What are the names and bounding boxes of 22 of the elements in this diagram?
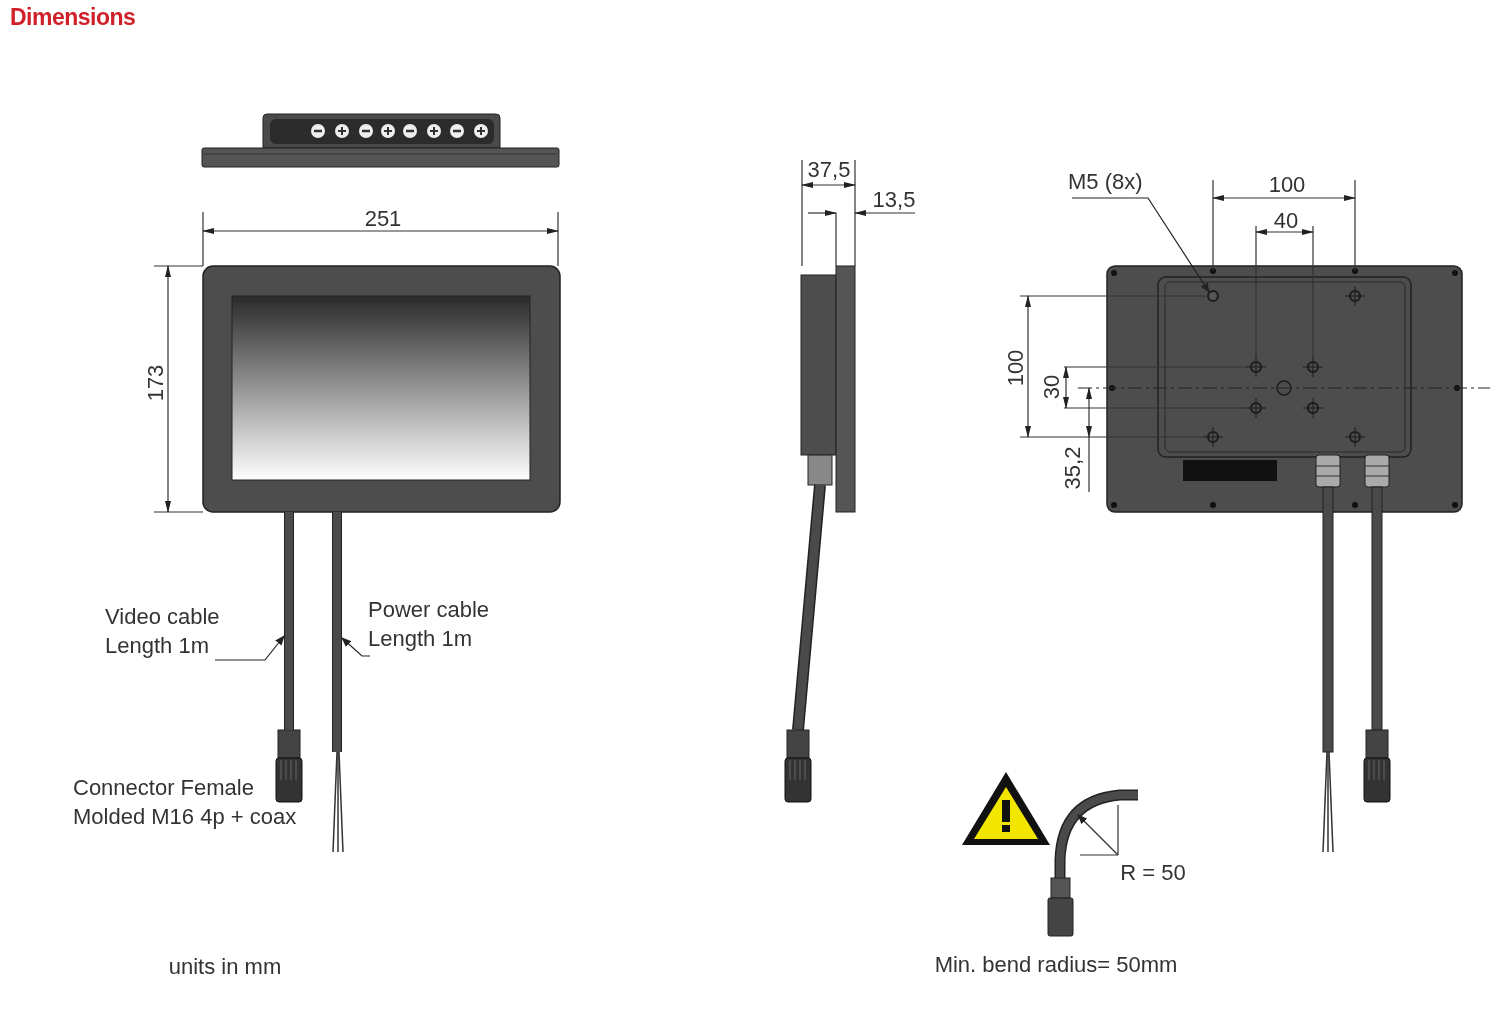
dimension-label: 35,2	[1058, 446, 1086, 490]
leader-line	[214, 635, 285, 661]
dimension-label: 173	[141, 364, 169, 402]
note-text: R = 50	[1120, 858, 1186, 887]
dimension-label: 37,5	[807, 155, 851, 184]
cable	[332, 512, 342, 752]
dimension-label: 40	[1273, 206, 1299, 235]
cable-label: Power cable Length 1m	[368, 596, 498, 654]
diagram-title: Dimensions	[10, 4, 136, 31]
dimension-label: 251	[364, 204, 402, 233]
dimension-label: 30	[1037, 374, 1065, 400]
cable-label: Video cable Length 1m	[105, 603, 225, 661]
cable	[284, 512, 294, 730]
leader-line	[341, 637, 371, 657]
dimension-label: 100	[1268, 170, 1306, 199]
dimension-label: 13,5	[872, 185, 916, 214]
dimension-label: 100	[1001, 349, 1029, 387]
cable-label: M5 (8x)	[1068, 168, 1154, 197]
leader-line	[1071, 197, 1210, 293]
note-text: units in mm	[168, 952, 282, 981]
note-text: Min. bend radius= 50mm	[934, 950, 1178, 979]
note-text: Connector Female Molded M16 4p + coax	[73, 774, 298, 831]
